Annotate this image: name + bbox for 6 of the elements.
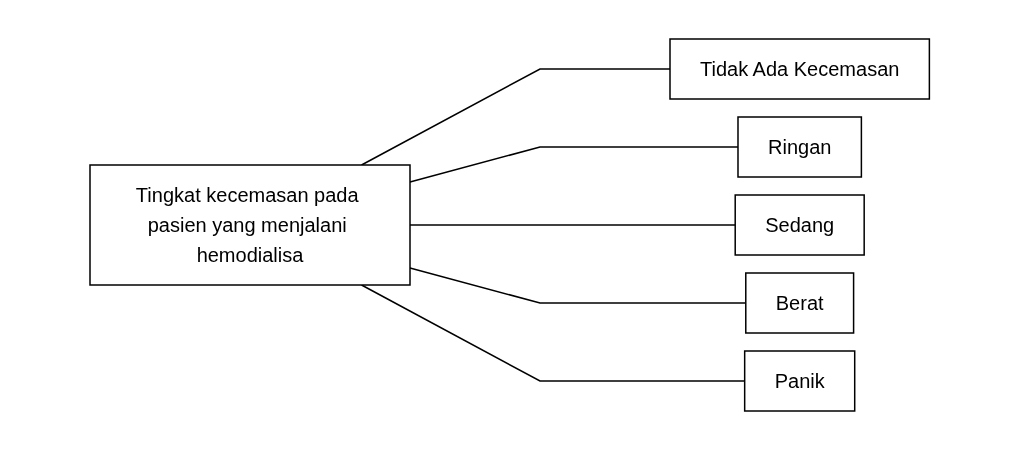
node-box: Sedang [734, 194, 866, 256]
node-box: Ringan [737, 116, 863, 178]
node-box: Tidak Ada Kecemasan [669, 38, 931, 100]
node-box: Panik [744, 350, 856, 412]
node-box: Tingkat kecemasan pada pasien yang menjalani hemodialisa [89, 164, 412, 286]
node-box: Berat [745, 272, 855, 334]
